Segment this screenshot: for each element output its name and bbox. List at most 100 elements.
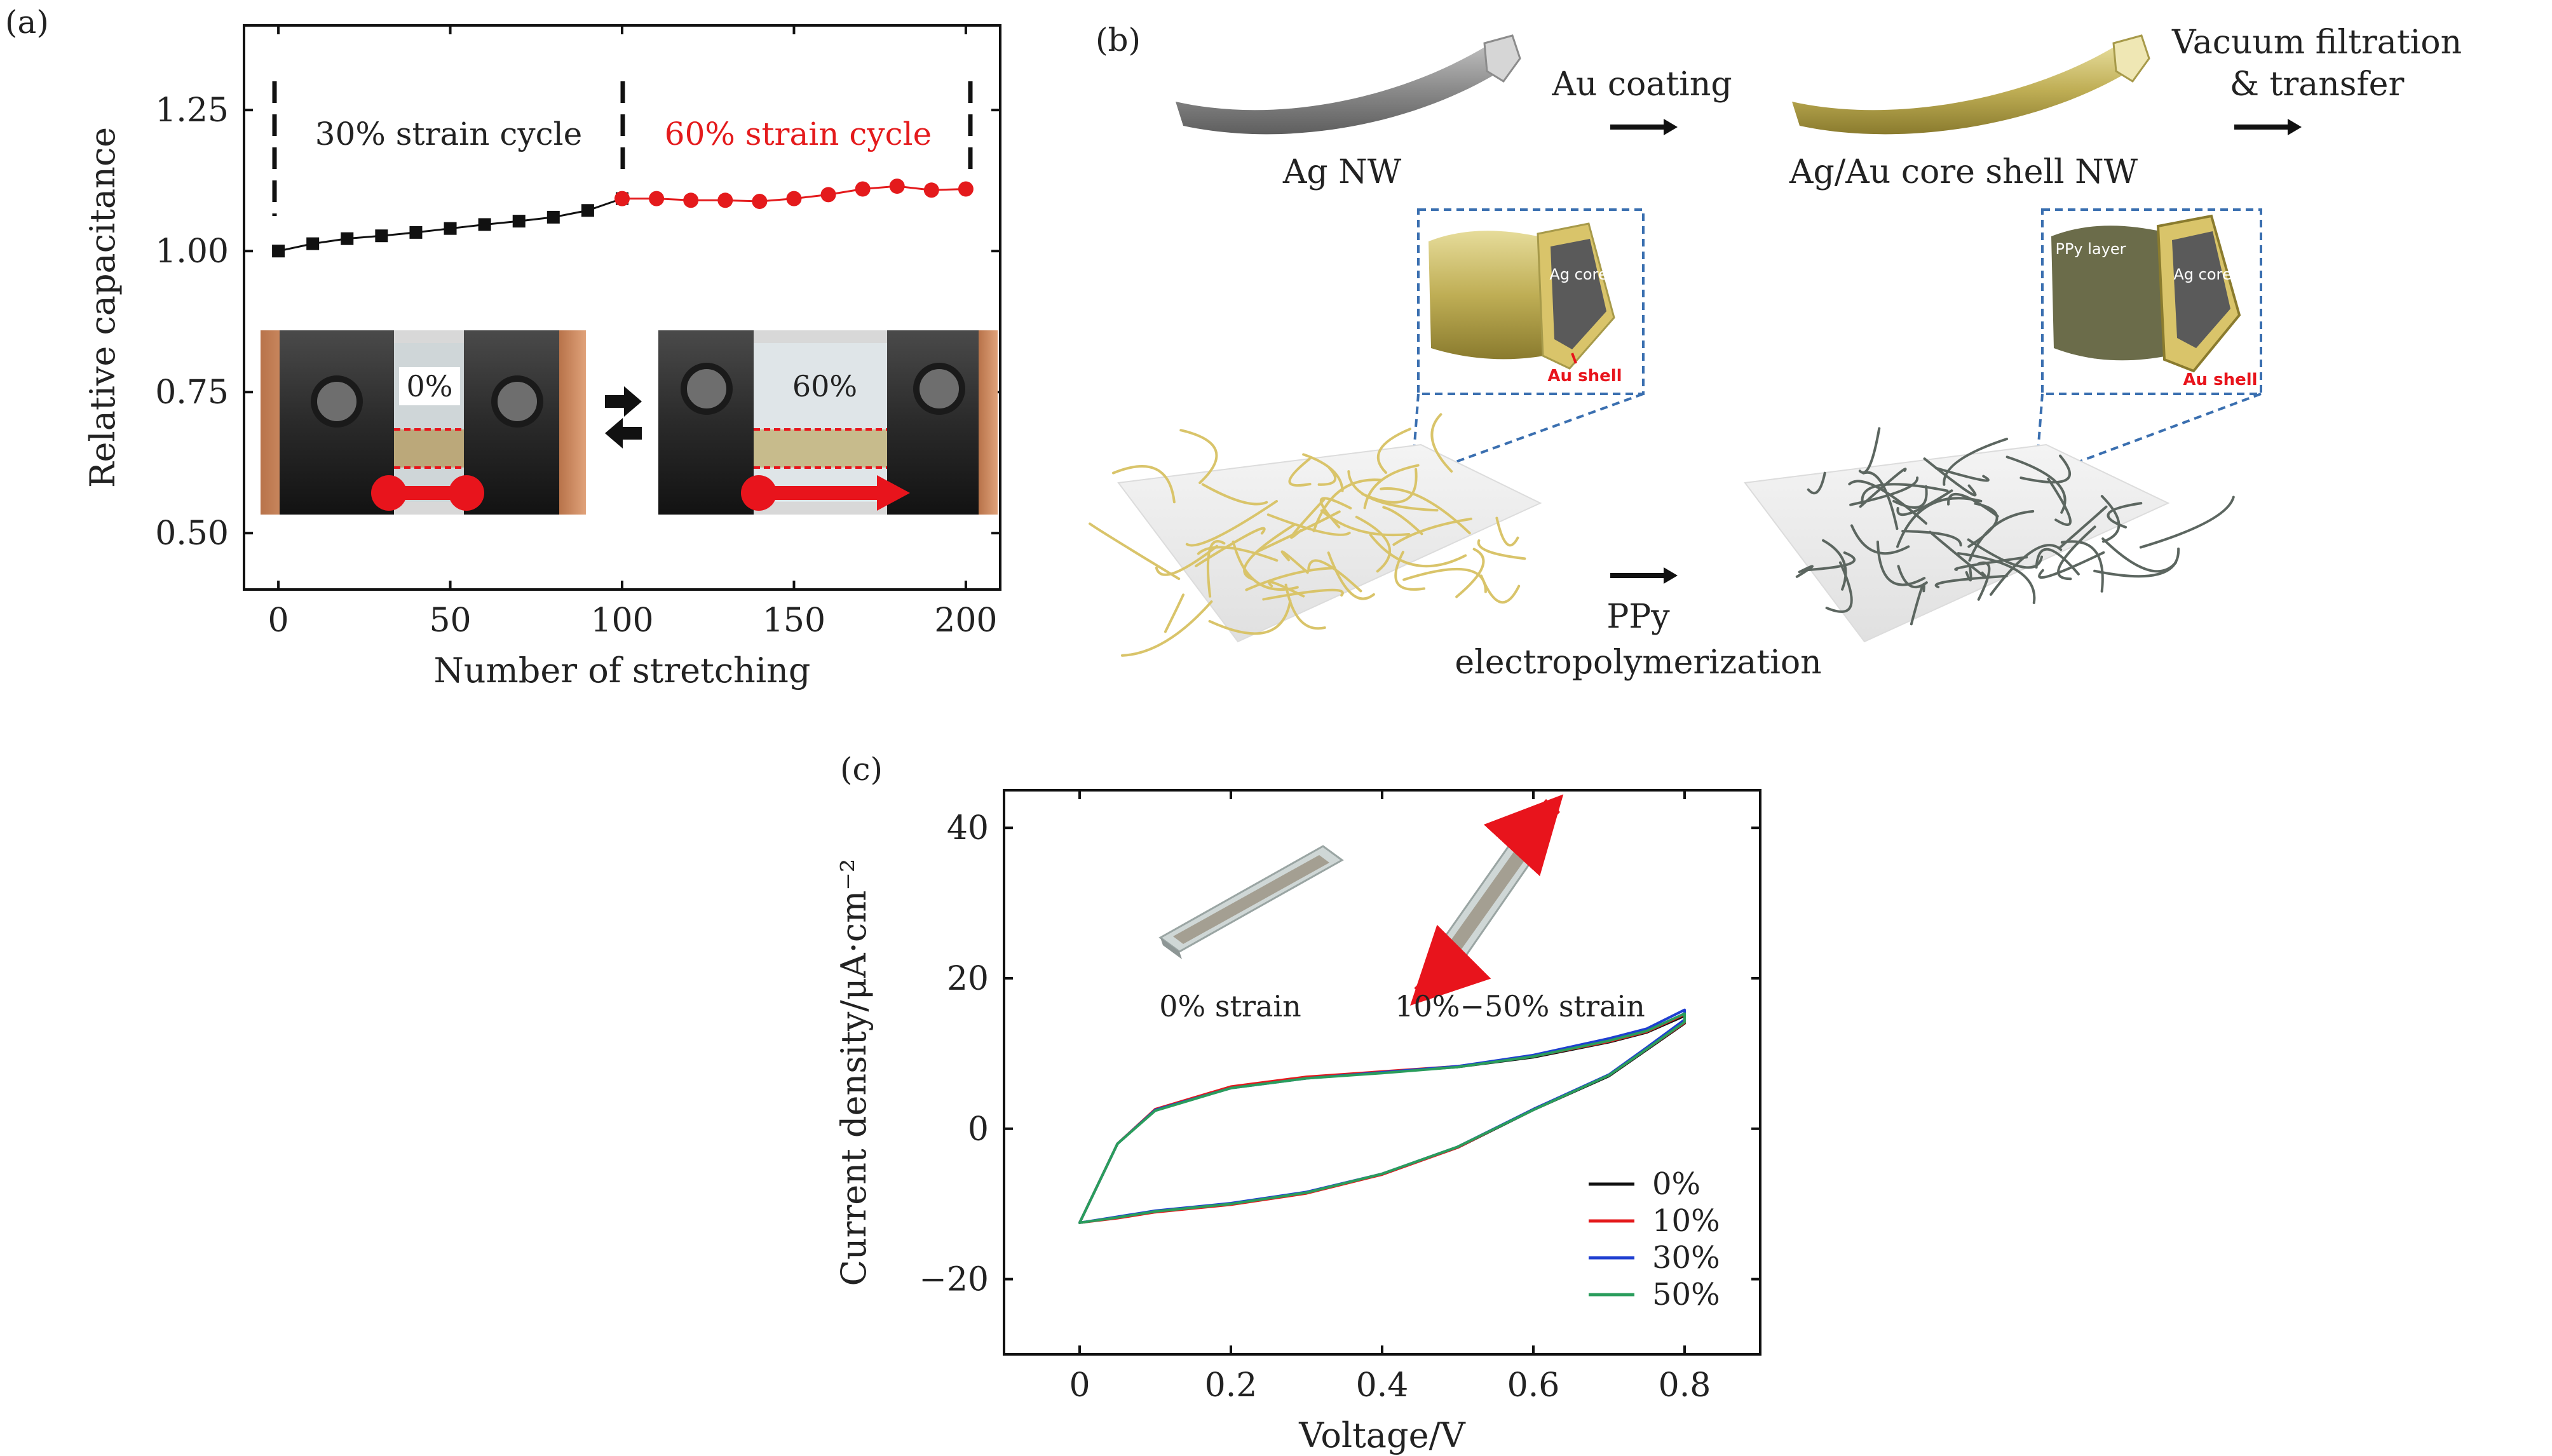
plot-a-point xyxy=(444,222,457,235)
nanowire xyxy=(1977,561,1991,601)
plot-a-point xyxy=(958,181,974,197)
plot-a-ytick-label: 0.50 xyxy=(155,515,229,553)
legend-label-0%: 0% xyxy=(1652,1166,1700,1202)
core-shell-label: Ag/Au core shell NW xyxy=(1789,153,2138,191)
nanowire xyxy=(2060,540,2104,593)
plot-a-point xyxy=(272,245,285,258)
nanowire xyxy=(1822,539,1847,591)
nanowire xyxy=(1089,522,1181,581)
nanowire xyxy=(2038,551,2105,579)
plot-a-point xyxy=(717,192,733,208)
nanowire xyxy=(1430,413,1453,473)
nanowire xyxy=(1967,538,2044,569)
plot-a-marks xyxy=(272,179,974,258)
nanowire xyxy=(1266,513,1351,536)
nanowire xyxy=(1155,544,1218,576)
plot-c-curve-30% xyxy=(1078,1008,1686,1224)
nanowire xyxy=(2139,495,2235,549)
plot-a-xtick-label: 200 xyxy=(934,602,997,640)
plot-a-point xyxy=(306,237,320,250)
plot-c-xtick-label: 0.8 xyxy=(1659,1366,1711,1405)
plot-c-curve-0% xyxy=(1078,1014,1686,1224)
arrow-au-coating-icon xyxy=(1610,119,1678,135)
inset2-shell-label: Au shell xyxy=(2183,370,2257,389)
plot-c-ylabel: Current density/μA·cm⁻² xyxy=(834,859,874,1286)
nanowire xyxy=(1897,565,1928,589)
plot-c-legend: 0%10%30%50% xyxy=(1589,1166,1720,1312)
au-coating-label: Au coating xyxy=(1551,65,1732,104)
nanowire xyxy=(1910,583,1925,626)
nanowire xyxy=(1280,550,1309,574)
plot-c-xtick-label: 0 xyxy=(1069,1366,1090,1405)
photo-left-label: 0% xyxy=(407,369,453,403)
plot-a-point xyxy=(409,226,423,239)
ppy-label-2: electropolymerization xyxy=(1455,644,1821,682)
inset1-core-label: Ag core xyxy=(1549,266,1607,283)
arrow-right-icon xyxy=(605,386,642,417)
annotation-30-strain: 30% strain cycle xyxy=(315,116,582,152)
inset2-core-label: Ag core xyxy=(2173,266,2231,283)
plot-a-point xyxy=(546,210,560,224)
nanowire xyxy=(1355,515,1391,573)
nanowire xyxy=(2006,455,2067,514)
nanowire xyxy=(1369,533,1467,568)
nanowire xyxy=(1934,466,1990,482)
plot-a-point xyxy=(512,215,526,228)
inset-ppy-cross-section: PPy layer Ag core Au shell xyxy=(2041,208,2262,395)
inset2-ppy-label: PPy layer xyxy=(2056,240,2126,258)
nanowire xyxy=(1392,517,1472,546)
nanowire xyxy=(1850,524,1910,555)
plot-a-point xyxy=(889,179,905,194)
nanowire xyxy=(2100,495,2121,543)
ppy-nanowire-network xyxy=(1795,427,2235,626)
nanowire xyxy=(1376,428,1412,474)
arrow-left-icon xyxy=(605,418,642,448)
plot-a-point xyxy=(752,194,768,210)
plot-a-point xyxy=(786,191,802,206)
nanowire xyxy=(2059,505,2108,549)
plot-a-xtick-label: 150 xyxy=(763,602,825,640)
nanowire xyxy=(1934,574,2008,589)
nanowire xyxy=(1111,465,1176,504)
nanowire xyxy=(1825,561,1853,613)
nanowire xyxy=(1943,437,2009,486)
nanowire xyxy=(1947,493,1999,518)
ag-nanowire-rod xyxy=(1176,34,1521,135)
nanowire xyxy=(1968,509,2035,562)
plot-a-ytick-label: 1.00 xyxy=(155,233,229,271)
plot-c-ytick-label: −20 xyxy=(919,1261,989,1299)
plot-a-point xyxy=(341,232,354,245)
inset2-pointer-line-2 xyxy=(2035,393,2262,479)
legend-label-30%: 30% xyxy=(1652,1240,1720,1276)
plot-a-ytick-label: 0.75 xyxy=(155,374,229,412)
nanowire xyxy=(1862,471,1899,530)
inset-core-shell-cross-section: Ag core Au shell xyxy=(1417,208,1645,395)
nanowire xyxy=(1312,478,1382,532)
nanowire xyxy=(2035,548,2080,576)
nanowire xyxy=(1288,457,1312,487)
nanowire xyxy=(1901,530,1962,547)
nanowire xyxy=(1195,527,1266,567)
plot-a-point xyxy=(375,229,388,243)
nanowire xyxy=(1267,581,1305,598)
gold-nanowire-network xyxy=(1089,413,1526,657)
plot-a-point xyxy=(478,218,491,231)
photo-right-label: 60% xyxy=(792,369,857,403)
plot-a-point xyxy=(581,204,594,217)
nanowire xyxy=(2057,525,2096,581)
plot-c-xtick-label: 0.4 xyxy=(1356,1366,1409,1405)
panel-c-label: (c) xyxy=(840,751,883,788)
device-0-strain-image xyxy=(1158,845,1344,959)
nanowire xyxy=(1455,548,1485,598)
plot-a-xtick-label: 50 xyxy=(429,602,471,640)
nanowire xyxy=(1121,600,1213,657)
nanowire xyxy=(1201,483,1268,506)
nanowire xyxy=(1302,453,1344,492)
nanowire xyxy=(2101,537,2177,573)
plot-c-xtick-label: 0.2 xyxy=(1205,1366,1258,1405)
nanowire xyxy=(1243,523,1296,581)
